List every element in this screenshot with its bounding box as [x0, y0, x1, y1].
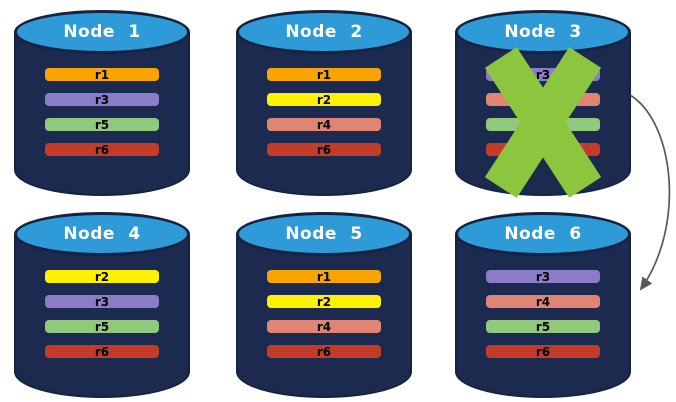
- cylinder-top: Node 3: [455, 10, 631, 54]
- replica-list: r1 r3 r5 r6: [45, 68, 159, 168]
- replica-bar: r6: [267, 143, 381, 156]
- replica-bar: r2: [267, 93, 381, 106]
- cylinder-body: [236, 234, 412, 398]
- replica-bar: r6: [45, 345, 159, 358]
- replica-bar: r5: [486, 118, 600, 131]
- replica-bar: r6: [486, 345, 600, 358]
- replica-list: r3 r4 r5 r6: [486, 68, 600, 168]
- replica-bar: r4: [486, 93, 600, 106]
- replica-bar: r3: [45, 295, 159, 308]
- cylinder-body: [14, 234, 190, 398]
- node-5-cylinder: Node 5 r1 r2 r4 r6: [236, 212, 412, 398]
- replica-bar: r2: [45, 270, 159, 283]
- replica-list: r1 r2 r4 r6: [267, 68, 381, 168]
- node-2-cylinder: Node 2 r1 r2 r4 r6: [236, 10, 412, 196]
- replica-bar: r6: [45, 143, 159, 156]
- node-title: Node 6: [504, 223, 582, 244]
- node-6-cylinder: Node 6 r3 r4 r5 r6: [455, 212, 631, 398]
- replica-bar: r2: [267, 295, 381, 308]
- node-title: Node 1: [63, 21, 141, 42]
- cylinder-top: Node 2: [236, 10, 412, 54]
- replica-bar: r4: [486, 295, 600, 308]
- node-title: Node 4: [63, 223, 141, 244]
- replica-bar: r5: [45, 118, 159, 131]
- cylinder-body: [455, 234, 631, 398]
- cylinder-top: Node 4: [14, 212, 190, 256]
- replica-bar: r1: [267, 270, 381, 283]
- replica-bar: r4: [267, 118, 381, 131]
- replica-bar: r6: [267, 345, 381, 358]
- replica-bar: r1: [267, 68, 381, 81]
- node-1-cylinder: Node 1 r1 r3 r5 r6: [14, 10, 190, 196]
- replica-bar: r6: [486, 143, 600, 156]
- cylinder-top: Node 1: [14, 10, 190, 54]
- replica-bar: r3: [45, 93, 159, 106]
- replica-list: r2 r3 r5 r6: [45, 270, 159, 370]
- cylinder-top: Node 5: [236, 212, 412, 256]
- replica-bar: r1: [45, 68, 159, 81]
- replica-bar: r4: [267, 320, 381, 333]
- replica-bar: r3: [486, 270, 600, 283]
- node-title: Node 3: [504, 21, 582, 42]
- replica-bar: r5: [45, 320, 159, 333]
- replica-list: r1 r2 r4 r6: [267, 270, 381, 370]
- node-4-cylinder: Node 4 r2 r3 r5 r6: [14, 212, 190, 398]
- replica-list: r3 r4 r5 r6: [486, 270, 600, 370]
- node-3-cylinder: Node 3 r3 r4 r5 r6: [455, 10, 631, 196]
- replica-bar: r5: [486, 320, 600, 333]
- cylinder-body: [14, 32, 190, 196]
- node-title: Node 2: [285, 21, 363, 42]
- cylinder-body: [236, 32, 412, 196]
- replica-bar: r3: [486, 68, 600, 81]
- cylinder-top: Node 6: [455, 212, 631, 256]
- node-title: Node 5: [285, 223, 363, 244]
- arrow-curve: [629, 94, 671, 291]
